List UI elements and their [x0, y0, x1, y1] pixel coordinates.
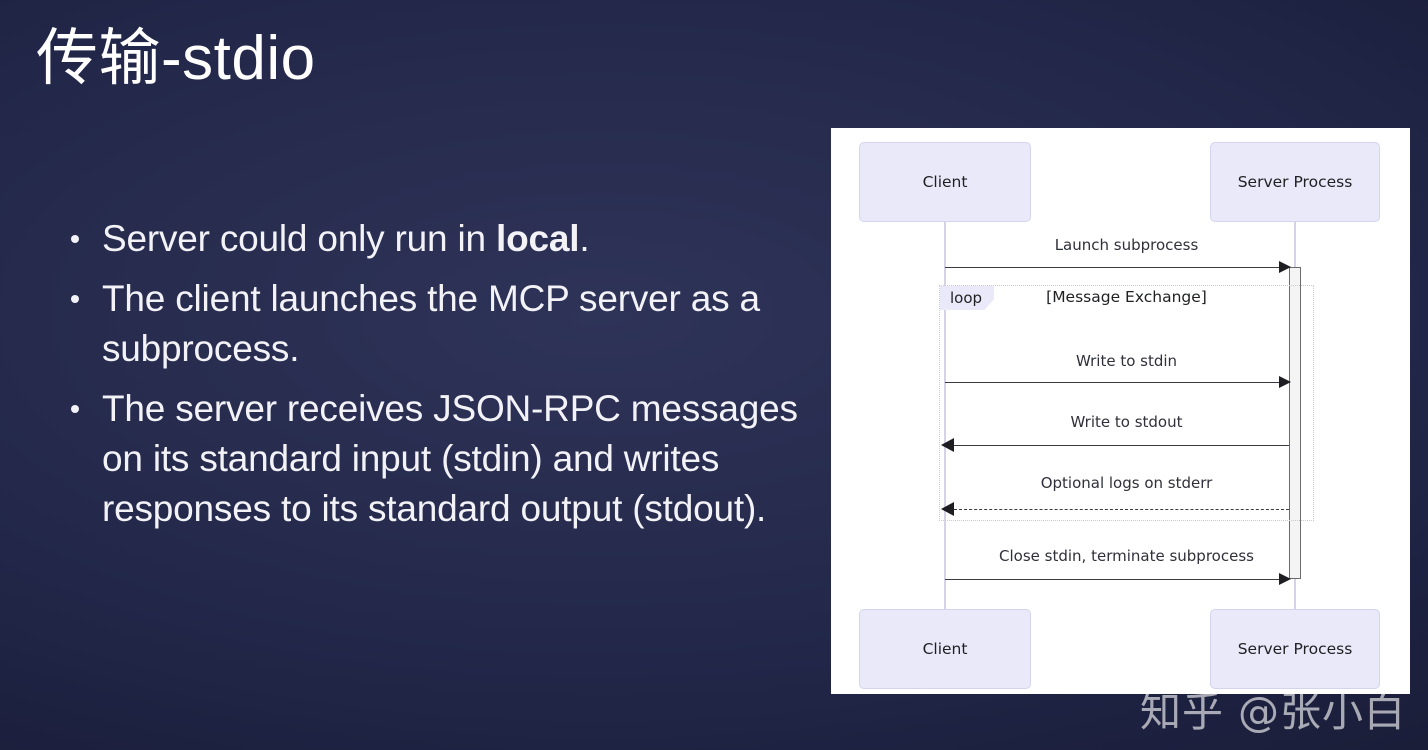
bullet-dot-icon — [71, 295, 79, 303]
message-line-write-to-stdout — [954, 445, 1289, 446]
participant-client-top: Client — [859, 142, 1031, 222]
list-item: The server receives JSON-RPC messages on… — [62, 384, 802, 534]
sequence-diagram: Client Server Process Launch subprocess … — [831, 128, 1410, 694]
participant-label: Client — [922, 640, 968, 658]
activation-bar-server — [1289, 267, 1301, 579]
bullet-text-strong: local — [495, 218, 580, 259]
lifeline-client — [944, 222, 946, 609]
message-line-close-stdin — [945, 579, 1281, 580]
watermark: 知乎 @张小白 — [1139, 688, 1406, 736]
message-label-close-stdin-terminate-subprocess: Close stdin, terminate subprocess — [999, 547, 1254, 565]
arrow-head-right-icon — [1279, 376, 1291, 388]
bullet-text-lead: The client launches the MCP server as a … — [102, 278, 760, 369]
bullet-text-tail: . — [579, 218, 590, 259]
loop-fragment-frame — [939, 285, 1314, 521]
arrow-head-left-icon — [941, 502, 954, 516]
message-label-optional-logs-on-stderr: Optional logs on stderr — [1040, 474, 1213, 492]
loop-fragment-tab: loop — [940, 286, 995, 310]
list-item: Server could only run in local. — [62, 214, 802, 264]
message-line-write-to-stdin — [945, 382, 1281, 383]
arrow-head-left-icon — [941, 438, 954, 452]
message-label-launch-subprocess: Launch subprocess — [1054, 236, 1199, 254]
arrow-head-right-icon — [1279, 261, 1291, 273]
message-line-launch-subprocess — [945, 267, 1281, 268]
participant-server-top: Server Process — [1210, 142, 1380, 222]
page-title: 传输-stdio — [36, 24, 316, 93]
participant-label: Server Process — [1237, 640, 1353, 658]
message-label-write-to-stdout: Write to stdout — [1070, 413, 1183, 431]
loop-fragment-condition: [Message Exchange] — [1046, 288, 1207, 306]
participant-label: Client — [922, 173, 968, 191]
participant-label: Server Process — [1237, 173, 1353, 191]
participant-client-bottom: Client — [859, 609, 1031, 689]
bullet-dot-icon — [71, 235, 79, 243]
arrow-head-right-icon — [1279, 573, 1291, 585]
list-item: The client launches the MCP server as a … — [62, 274, 802, 374]
message-label-write-to-stdin: Write to stdin — [1075, 352, 1178, 370]
bullet-text-lead: Server could only run in — [102, 218, 496, 259]
message-line-optional-logs-on-stderr — [954, 509, 1289, 510]
bullet-dot-icon — [71, 405, 79, 413]
participant-server-bottom: Server Process — [1210, 609, 1380, 689]
bullet-text-lead: The server receives JSON-RPC messages on… — [102, 388, 798, 529]
sequence-diagram-panel: Client Server Process Launch subprocess … — [831, 128, 1410, 694]
bullet-list: Server could only run in local. The clie… — [62, 214, 802, 544]
